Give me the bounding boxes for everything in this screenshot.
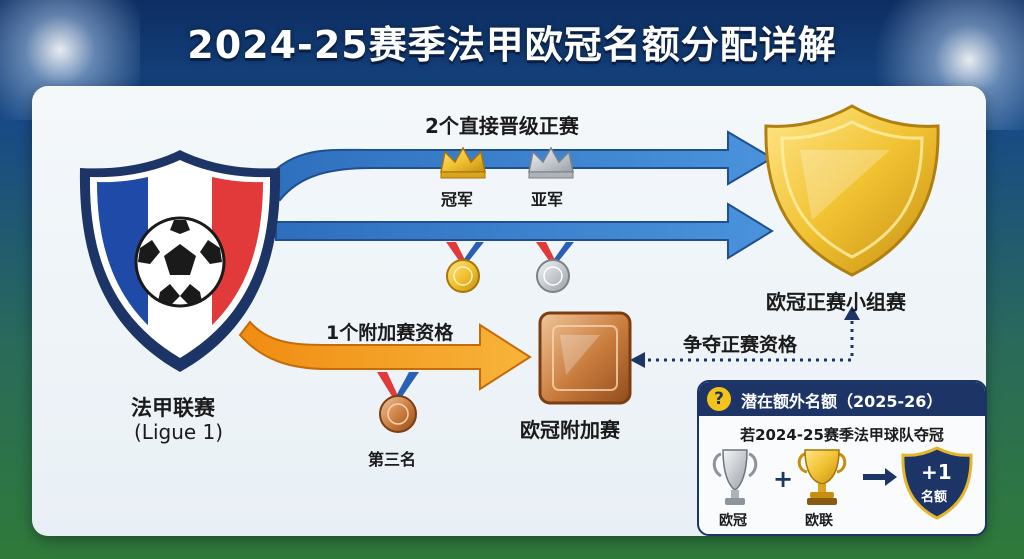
champion-label: 冠军 xyxy=(441,190,474,209)
direct-qualification-label: 2个直接晋级正赛 xyxy=(425,114,579,138)
playoff-plaque-icon xyxy=(538,311,632,405)
page-title: 2024-25赛季法甲欧冠名额分配详解 xyxy=(187,23,837,67)
playoff-label: 欧冠附加赛 xyxy=(520,418,620,442)
direct-arrow-lower xyxy=(275,202,774,260)
playoff-qualification-label: 1个附加赛资格 xyxy=(326,322,454,344)
playoff-arrow-label: 争夺正赛资格 xyxy=(683,334,798,356)
badge-unit: 名额 xyxy=(921,490,948,505)
gold-crown-icon xyxy=(440,146,486,179)
silver-crown-icon xyxy=(528,146,574,179)
third-place-label: 第三名 xyxy=(368,450,417,469)
extra-slot-graphics: + xyxy=(712,446,973,520)
dotted-arrow-horizontal xyxy=(640,318,854,362)
extra-slot-condition: 若2024-25赛季法甲球队夺冠 xyxy=(740,426,944,444)
dotted-arrowhead-left xyxy=(630,352,645,368)
runner-up-label: 亚军 xyxy=(531,190,564,209)
group-stage-shield-icon xyxy=(764,104,940,277)
question-icon: ? xyxy=(707,387,731,411)
plus-one-badge-icon xyxy=(901,446,973,520)
league-name: 法甲联赛 xyxy=(131,396,215,420)
plus-sign: + xyxy=(773,465,793,493)
direct-arrow-upper xyxy=(260,130,774,202)
silver-medal-icon xyxy=(536,242,574,293)
europa-league-trophy-icon xyxy=(797,449,847,505)
bronze-medal-icon xyxy=(377,372,419,433)
playoff-arrow xyxy=(238,320,532,391)
extra-slot-header: ? 潜在额外名额（2025-26） xyxy=(699,382,985,416)
gold-medal-icon xyxy=(446,242,484,293)
extra-slot-title: 潜在额外名额（2025-26） xyxy=(741,392,943,411)
extra-slot-panel: ? 潜在额外名额（2025-26） 若2024-25赛季法甲球队夺冠 + xyxy=(697,380,987,536)
league-name-en: (Ligue 1) xyxy=(134,420,224,444)
badge-value: +1 xyxy=(921,460,952,484)
champions-league-trophy-icon xyxy=(712,449,758,505)
group-stage-label: 欧冠正赛小组赛 xyxy=(766,290,906,314)
dotted-arrowhead-up xyxy=(844,306,860,320)
champions-league-label: 欧冠 xyxy=(719,513,747,529)
europa-league-label: 欧联 xyxy=(805,513,833,529)
arrow-right-icon xyxy=(863,468,897,486)
